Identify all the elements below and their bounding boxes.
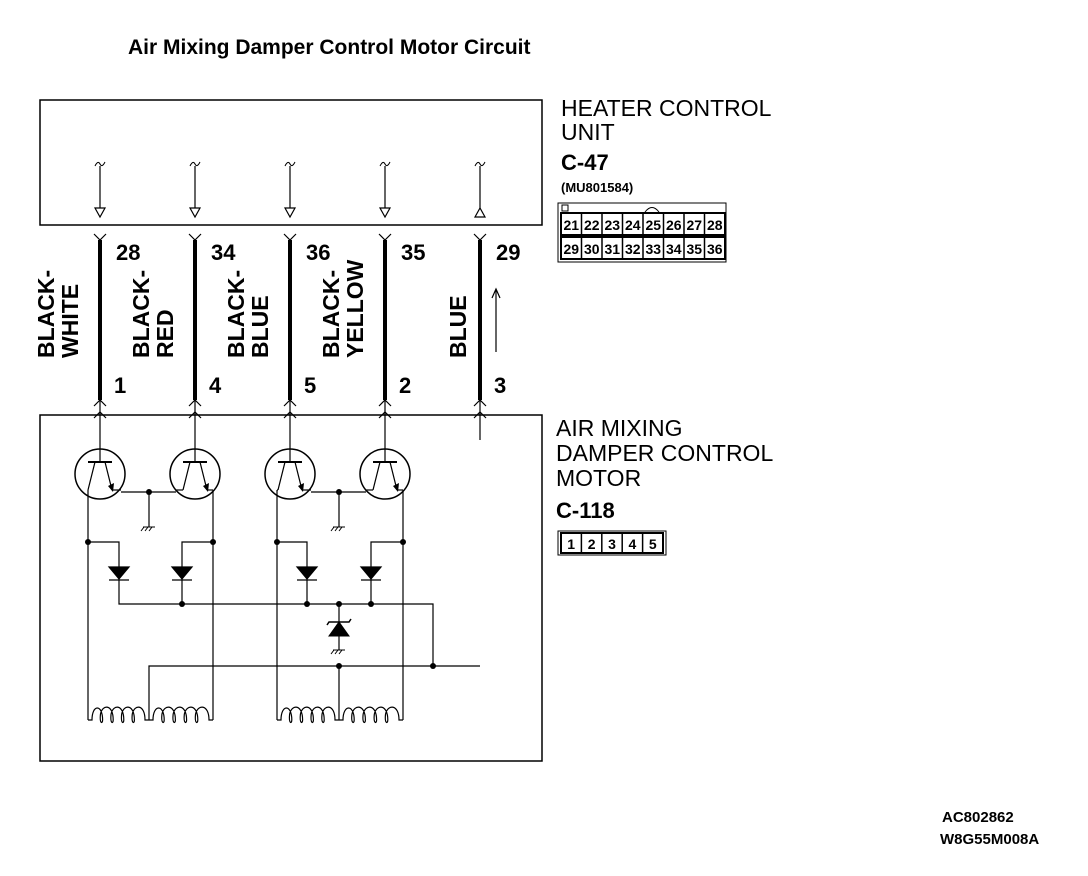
transistor-3 [264, 440, 316, 500]
wire-top-pin: 28 [116, 240, 140, 265]
diode-4 [359, 566, 383, 581]
wire-bottom-pin: 2 [399, 373, 411, 398]
connector-pin-label: 35 [686, 241, 702, 257]
heater-unit-connector-id: C-47 [561, 150, 609, 175]
junction-dot [304, 601, 310, 607]
coil-4 [339, 706, 403, 724]
coil-3 [277, 706, 339, 724]
wire-3: 36 5 BLACK-BLUE [223, 161, 330, 440]
connector-pin-label: 33 [645, 241, 661, 257]
transistor-group [74, 440, 411, 500]
wire-color-label: BLACK- [128, 270, 154, 358]
connector-pin-label: 26 [666, 217, 682, 233]
connector-pin-label: 30 [584, 241, 600, 257]
connector-pin-label: 2 [588, 536, 596, 552]
wire-color-label: WHITE [57, 284, 83, 358]
junction-dot [85, 539, 91, 545]
wire-bottom-pin: 5 [304, 373, 316, 398]
heater-unit-part-number: (MU801584) [561, 180, 633, 195]
motor-coils [88, 706, 403, 724]
connector-pin-label: 34 [666, 241, 682, 257]
transistor-1 [74, 440, 126, 500]
wire-color-label: YELLOW [342, 259, 368, 358]
ground-symbol-right [330, 526, 345, 532]
heater-unit-name-line2: UNIT [561, 119, 615, 145]
wire-color-label: BLACK- [318, 270, 344, 358]
wire-bottom-pin: 3 [494, 373, 506, 398]
junction-dot [336, 663, 342, 669]
zener-ground [330, 649, 345, 655]
wire-color-label: BLUE [247, 295, 273, 358]
figure-code: AC802862 [942, 809, 1014, 826]
figure-reference: W8G55M008A [940, 831, 1039, 848]
junction-dot [210, 539, 216, 545]
motor-label: AIR MIXING DAMPER CONTROL MOTOR C-118 [556, 415, 773, 523]
motor-internal-circuit [74, 440, 480, 724]
motor-connector-id: C-118 [556, 498, 615, 523]
connector-pin-label: 22 [584, 217, 600, 233]
zener-diode [326, 604, 352, 655]
heater-control-unit-box [39, 99, 543, 226]
connector-pin-label: 36 [707, 241, 723, 257]
coil-1 [88, 706, 149, 724]
transistor-4 [359, 440, 411, 500]
wire-bottom-pin: 1 [114, 373, 126, 398]
wire-color-label: BLUE [445, 295, 471, 358]
wire-top-pin: 34 [211, 240, 236, 265]
connector-pin-label: 24 [625, 217, 641, 233]
diode-2 [170, 566, 194, 581]
wire-top-pin: 35 [401, 240, 425, 265]
current-direction-arrow [491, 287, 501, 352]
motor-name-line1: AIR MIXING [556, 415, 683, 441]
connector-pin-label: 28 [707, 217, 723, 233]
wire-harness: 281BLACK-WHITE344BLACK-RED365BLACK-BLUE3… [33, 161, 520, 440]
junction-dot [146, 489, 152, 495]
wire-color-label: BLACK- [33, 270, 59, 358]
junction-dot [179, 601, 185, 607]
motor-name-line3: MOTOR [556, 465, 641, 491]
wire-4: 35 2 BLACK-YELLOW [318, 161, 425, 440]
wire-5: 29 3 BLUE [445, 161, 520, 440]
diode-3 [295, 566, 319, 581]
motor-name-line2: DAMPER CONTROL [556, 440, 773, 466]
motor-box [39, 414, 543, 762]
wire-color-label: RED [152, 309, 178, 358]
junction-dot [336, 489, 342, 495]
heater-unit-name-line1: HEATER CONTROL [561, 95, 772, 121]
wire-color-label: BLACK- [223, 270, 249, 358]
junction-dot [368, 601, 374, 607]
connector-pin-label: 25 [645, 217, 661, 233]
connector-pin-label: 31 [604, 241, 620, 257]
connector-pin-label: 21 [563, 217, 579, 233]
heater-unit-label: HEATER CONTROL UNIT C-47 (MU801584) [561, 95, 772, 195]
junction-dot [430, 663, 436, 669]
connector-pin-label: 5 [649, 536, 657, 552]
connector-pin-label: 4 [629, 536, 637, 552]
connector-pin-label: 29 [563, 241, 579, 257]
junction-dot [274, 539, 280, 545]
common-line [148, 665, 480, 720]
wire-top-pin: 29 [496, 240, 520, 265]
wire-bottom-pin: 4 [209, 373, 222, 398]
diagram-title: Air Mixing Damper Control Motor Circuit [128, 36, 531, 59]
junction-dot [400, 539, 406, 545]
wire-1: 28 1 BLACK-WHITE [33, 161, 140, 440]
coil-2 [149, 706, 213, 724]
diode-1 [107, 566, 131, 581]
wire-2: 34 4 BLACK-RED [128, 161, 236, 440]
connector-pin-label: 27 [686, 217, 702, 233]
connector-pin-label: 23 [604, 217, 620, 233]
connector-pin-label: 3 [608, 536, 616, 552]
connector-pin-label: 32 [625, 241, 641, 257]
ground-symbol-left [140, 526, 155, 532]
connector-pin-label: 1 [567, 536, 575, 552]
transistor-2 [169, 440, 221, 500]
wire-top-pin: 36 [306, 240, 330, 265]
